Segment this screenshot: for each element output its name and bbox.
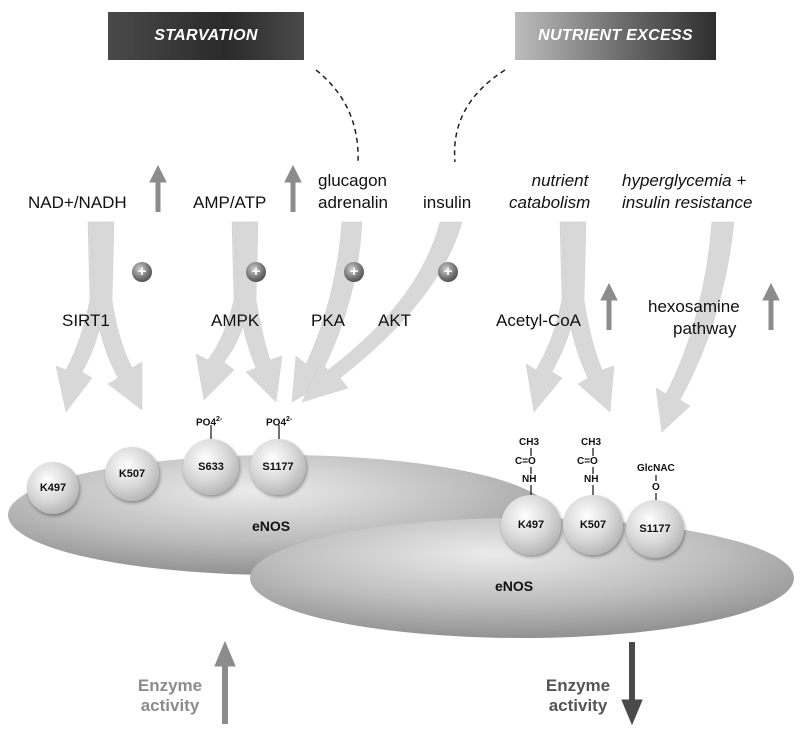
co-k507: C=O	[577, 456, 598, 467]
nh-k497: NH	[522, 474, 537, 485]
po4-charge-s633: 2-	[216, 416, 223, 423]
up-arrow-hexosamine	[762, 282, 780, 330]
signal-insulin: insulin	[423, 193, 472, 212]
signal-nutrient: nutrient	[531, 171, 589, 190]
up-arrow-nad	[149, 164, 167, 212]
site-s1177-right: S1177	[626, 500, 684, 558]
o-s1177: O	[652, 482, 660, 493]
enzyme-activity-right-line2: activity	[548, 696, 608, 715]
site-s633-left: S633	[183, 439, 239, 495]
plus-icon-sirt1: +	[132, 262, 152, 282]
site-k507-right: K507	[563, 495, 623, 555]
po4-charge-s1177: 2-	[286, 416, 293, 423]
glcnac-s1177: GlcNAC	[637, 463, 675, 474]
down-arrow-enzyme-activity	[621, 642, 643, 726]
signal-catabolism: catabolism	[509, 193, 591, 212]
enzyme-activity-right-line1: Enzyme	[545, 676, 611, 695]
enzyme-activity-left-line1: Enzyme	[137, 676, 203, 695]
up-arrow-amp	[284, 164, 302, 212]
nh-k507: NH	[584, 474, 599, 485]
flow-arrow-acetyl-k507	[563, 221, 615, 413]
mediator-ampk: AMPK	[211, 311, 260, 330]
flow-arrow-hexosamine	[655, 221, 735, 433]
signal-glucagon: glucagon	[318, 171, 388, 190]
enzyme-activity-left-line2: activity	[140, 696, 200, 715]
po4-label-s1177: PO4	[266, 417, 287, 429]
plus-icon-pka: +	[344, 262, 364, 282]
mediator-pathway: pathway	[673, 319, 737, 338]
mediator-akt: AKT	[378, 311, 412, 330]
phosphate-s633: PO42-	[196, 414, 222, 428]
signal-insulin-resistance: insulin resistance	[622, 193, 753, 212]
excess-connector	[453, 69, 506, 163]
starvation-header: STARVATION	[108, 12, 304, 60]
mediator-sirt1: SIRT1	[62, 311, 110, 330]
starvation-connector	[315, 69, 359, 163]
up-arrow-acetyl-coa	[600, 282, 618, 330]
po4-label-s633: PO4	[196, 417, 217, 429]
ch3-k497: CH3	[519, 437, 540, 448]
signal-hyperglycemia: hyperglycemia +	[622, 171, 747, 190]
signal-nad-nadh: NAD+/NADH	[28, 193, 127, 212]
site-k497-left: K497	[27, 462, 79, 514]
up-arrow-enzyme-activity	[214, 640, 236, 724]
enos-left-label: eNOS	[252, 518, 291, 534]
site-k507-left: K507	[105, 447, 159, 501]
plus-icon-ampk: +	[246, 262, 266, 282]
enzyme-activity-right: Enzyme activity	[538, 676, 618, 716]
mediator-acetyl-coa: Acetyl-CoA	[496, 311, 582, 330]
nutrient-excess-header: NUTRIENT EXCESS	[515, 12, 716, 60]
phosphate-s1177: PO42-	[266, 414, 292, 428]
site-s1177-left: S1177	[250, 439, 306, 495]
flow-arrow-sirt1-k507	[91, 221, 143, 411]
enos-right-label: eNOS	[495, 578, 534, 594]
ch3-k507: CH3	[581, 437, 602, 448]
mediator-pka: PKA	[311, 311, 346, 330]
plus-icon-akt: +	[438, 262, 458, 282]
mediator-hexosamine: hexosamine	[648, 297, 740, 316]
signal-adrenalin: adrenalin	[318, 193, 388, 212]
enzyme-activity-left: Enzyme activity	[130, 676, 210, 716]
co-k497: C=O	[515, 456, 536, 467]
site-k497-right: K497	[501, 495, 561, 555]
signal-amp-atp: AMP/ATP	[193, 193, 267, 212]
